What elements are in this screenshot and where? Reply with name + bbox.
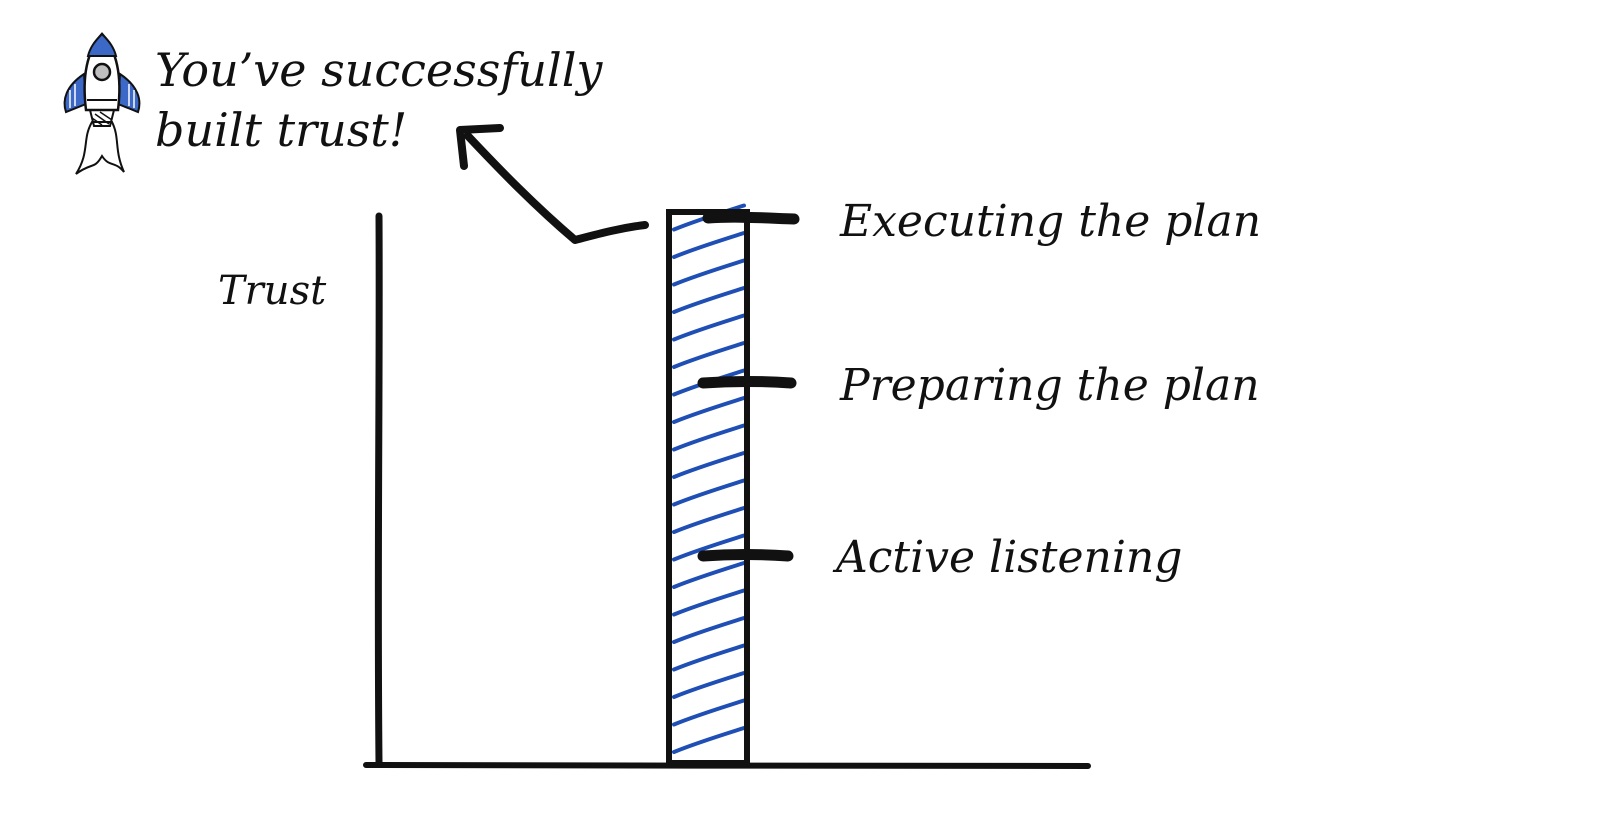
hatch-stroke: [672, 561, 746, 589]
trust-bar: [666, 203, 750, 766]
bar-outline: [666, 209, 750, 766]
hatch-stroke: [672, 616, 746, 644]
milestone-tick-executing: [702, 211, 800, 225]
hatch-stroke: [672, 671, 746, 699]
milestone-tick-listening: [697, 549, 794, 562]
headline-line-2: built trust!: [155, 103, 407, 157]
milestone-label-preparing: Preparing the plan: [839, 360, 1260, 411]
arrow-shaft: [464, 132, 649, 244]
y-axis: [374, 212, 383, 766]
hatch-stroke: [672, 451, 746, 479]
rocket-icon: [63, 32, 141, 175]
y-axis-label: Trust: [218, 268, 327, 314]
bar-hatching: [672, 203, 746, 754]
milestone-label-listening: Active listening: [832, 532, 1182, 583]
arrow: [456, 124, 649, 244]
hatch-stroke: [672, 286, 746, 314]
hatch-stroke: [672, 231, 746, 259]
hatch-stroke: [672, 423, 746, 452]
hatch-stroke: [672, 588, 746, 617]
hatch-stroke: [672, 698, 746, 727]
hatch-stroke: [672, 643, 746, 672]
hatch-stroke: [672, 726, 746, 754]
hatch-stroke: [672, 396, 746, 424]
hatch-stroke: [672, 478, 746, 507]
hatch-stroke: [672, 313, 746, 342]
hatch-stroke: [672, 533, 746, 562]
headline-line-1: You’ve successfully: [155, 43, 603, 97]
hatch-stroke: [672, 506, 746, 534]
milestone-label-executing: Executing the plan: [839, 196, 1261, 247]
milestone-tick-preparing: [697, 376, 797, 389]
hatch-stroke: [672, 258, 746, 287]
arrow-head: [456, 124, 504, 170]
hatch-stroke: [672, 341, 746, 369]
